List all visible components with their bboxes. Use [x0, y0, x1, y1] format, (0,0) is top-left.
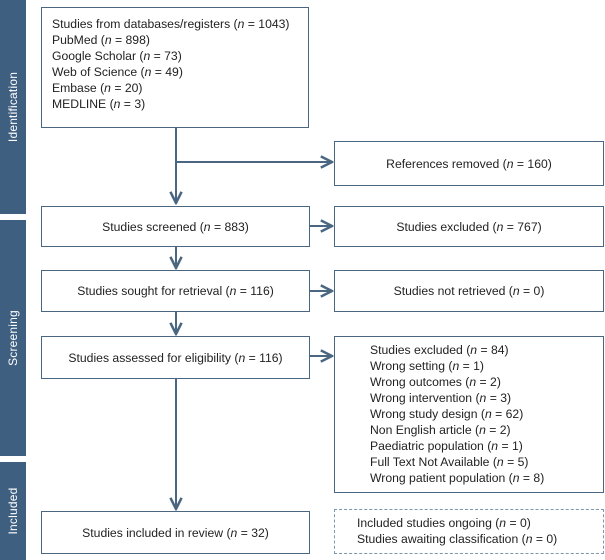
not-retrieved-label: Studies not retrieved (n = 0) [393, 284, 545, 298]
exclusion-reason-line: Wrong patient population (n = 8) [370, 471, 545, 485]
source-line: Web of Science (n = 49) [52, 65, 183, 79]
source-line: PubMed (n = 898) [52, 33, 150, 47]
source-line: MEDLINE (n = 3) [52, 97, 146, 111]
exclusion-reason-line: Wrong setting (n = 1) [370, 359, 484, 373]
source-line: Embase (n = 20) [52, 81, 143, 95]
exclusion-reason-line: Wrong outcomes (n = 2) [370, 375, 501, 389]
included-box: Studies included in review (n = 32) [41, 511, 310, 554]
ongoing-box: Included studies ongoing (n = 0) Studies … [334, 509, 604, 554]
phase-included: Included [0, 462, 26, 560]
identification-box: Studies from databases/registers (n = 10… [41, 7, 309, 128]
screened-label: Studies screened (n = 883) [102, 219, 249, 234]
eligibility-excluded-box: Studies excluded (n = 84) Wrong setting (… [334, 336, 604, 493]
exclusion-reason-line: Wrong intervention (n = 3) [370, 391, 512, 405]
assessed-label: Studies assessed for eligibility (n = 11… [68, 350, 283, 365]
sought-box: Studies sought for retrieval (n = 116) [41, 270, 310, 312]
exclusion-reason-line: Full Text Not Available (n = 5) [370, 455, 529, 469]
references-removed-label: References removed (n = 160) [386, 156, 552, 171]
exclusion-reason-line: Studies excluded (n = 84) [370, 343, 509, 357]
source-line: Studies from databases/registers (n = 10… [52, 17, 290, 31]
exclusion-reason-line: Paediatric population (n = 1) [370, 439, 523, 453]
included-label: Studies included in review (n = 32) [82, 525, 269, 540]
phase-screening: Screening [0, 220, 26, 456]
exclusion-reason-line: Non English article (n = 2) [370, 423, 511, 437]
exclusion-reason-line: Wrong study design (n = 62) [370, 407, 524, 421]
sought-label: Studies sought for retrieval (n = 116) [77, 284, 274, 298]
references-removed-box: References removed (n = 160) [334, 141, 604, 186]
assessed-box: Studies assessed for eligibility (n = 11… [41, 336, 310, 379]
ongoing-line: Included studies ongoing (n = 0) [357, 516, 531, 530]
screened-box: Studies screened (n = 883) [41, 206, 310, 247]
source-line: Google Scholar (n = 73) [52, 49, 182, 63]
phase-identification: Identification [0, 0, 26, 214]
screened-excluded-label: Studies excluded (n = 767) [396, 219, 542, 234]
not-retrieved-box: Studies not retrieved (n = 0) [334, 270, 604, 312]
screened-excluded-box: Studies excluded (n = 767) [334, 206, 604, 247]
ongoing-line: Studies awaiting classification (n = 0) [357, 532, 558, 546]
